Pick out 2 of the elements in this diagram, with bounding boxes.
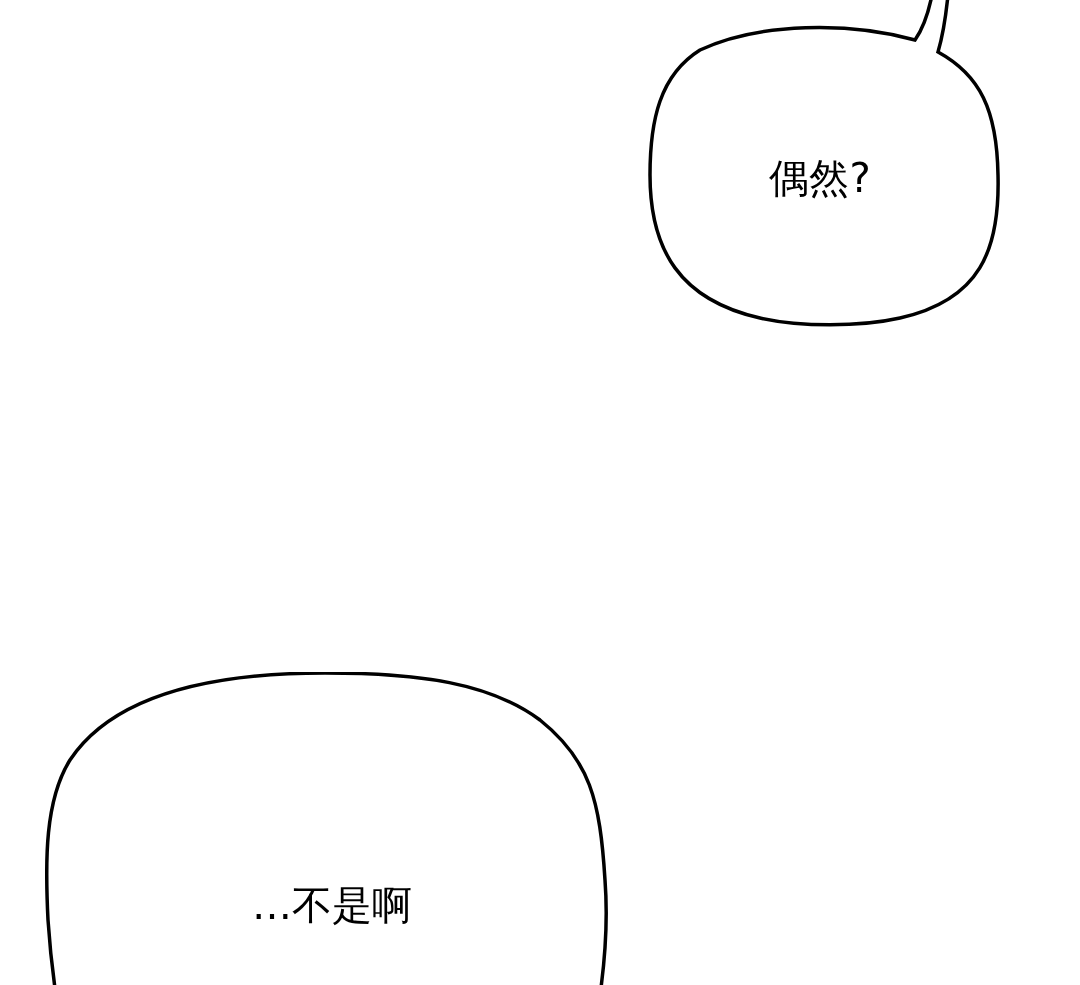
bubble-text: 偶然? bbox=[769, 153, 871, 203]
bubble-text: …不是啊 bbox=[252, 880, 412, 930]
